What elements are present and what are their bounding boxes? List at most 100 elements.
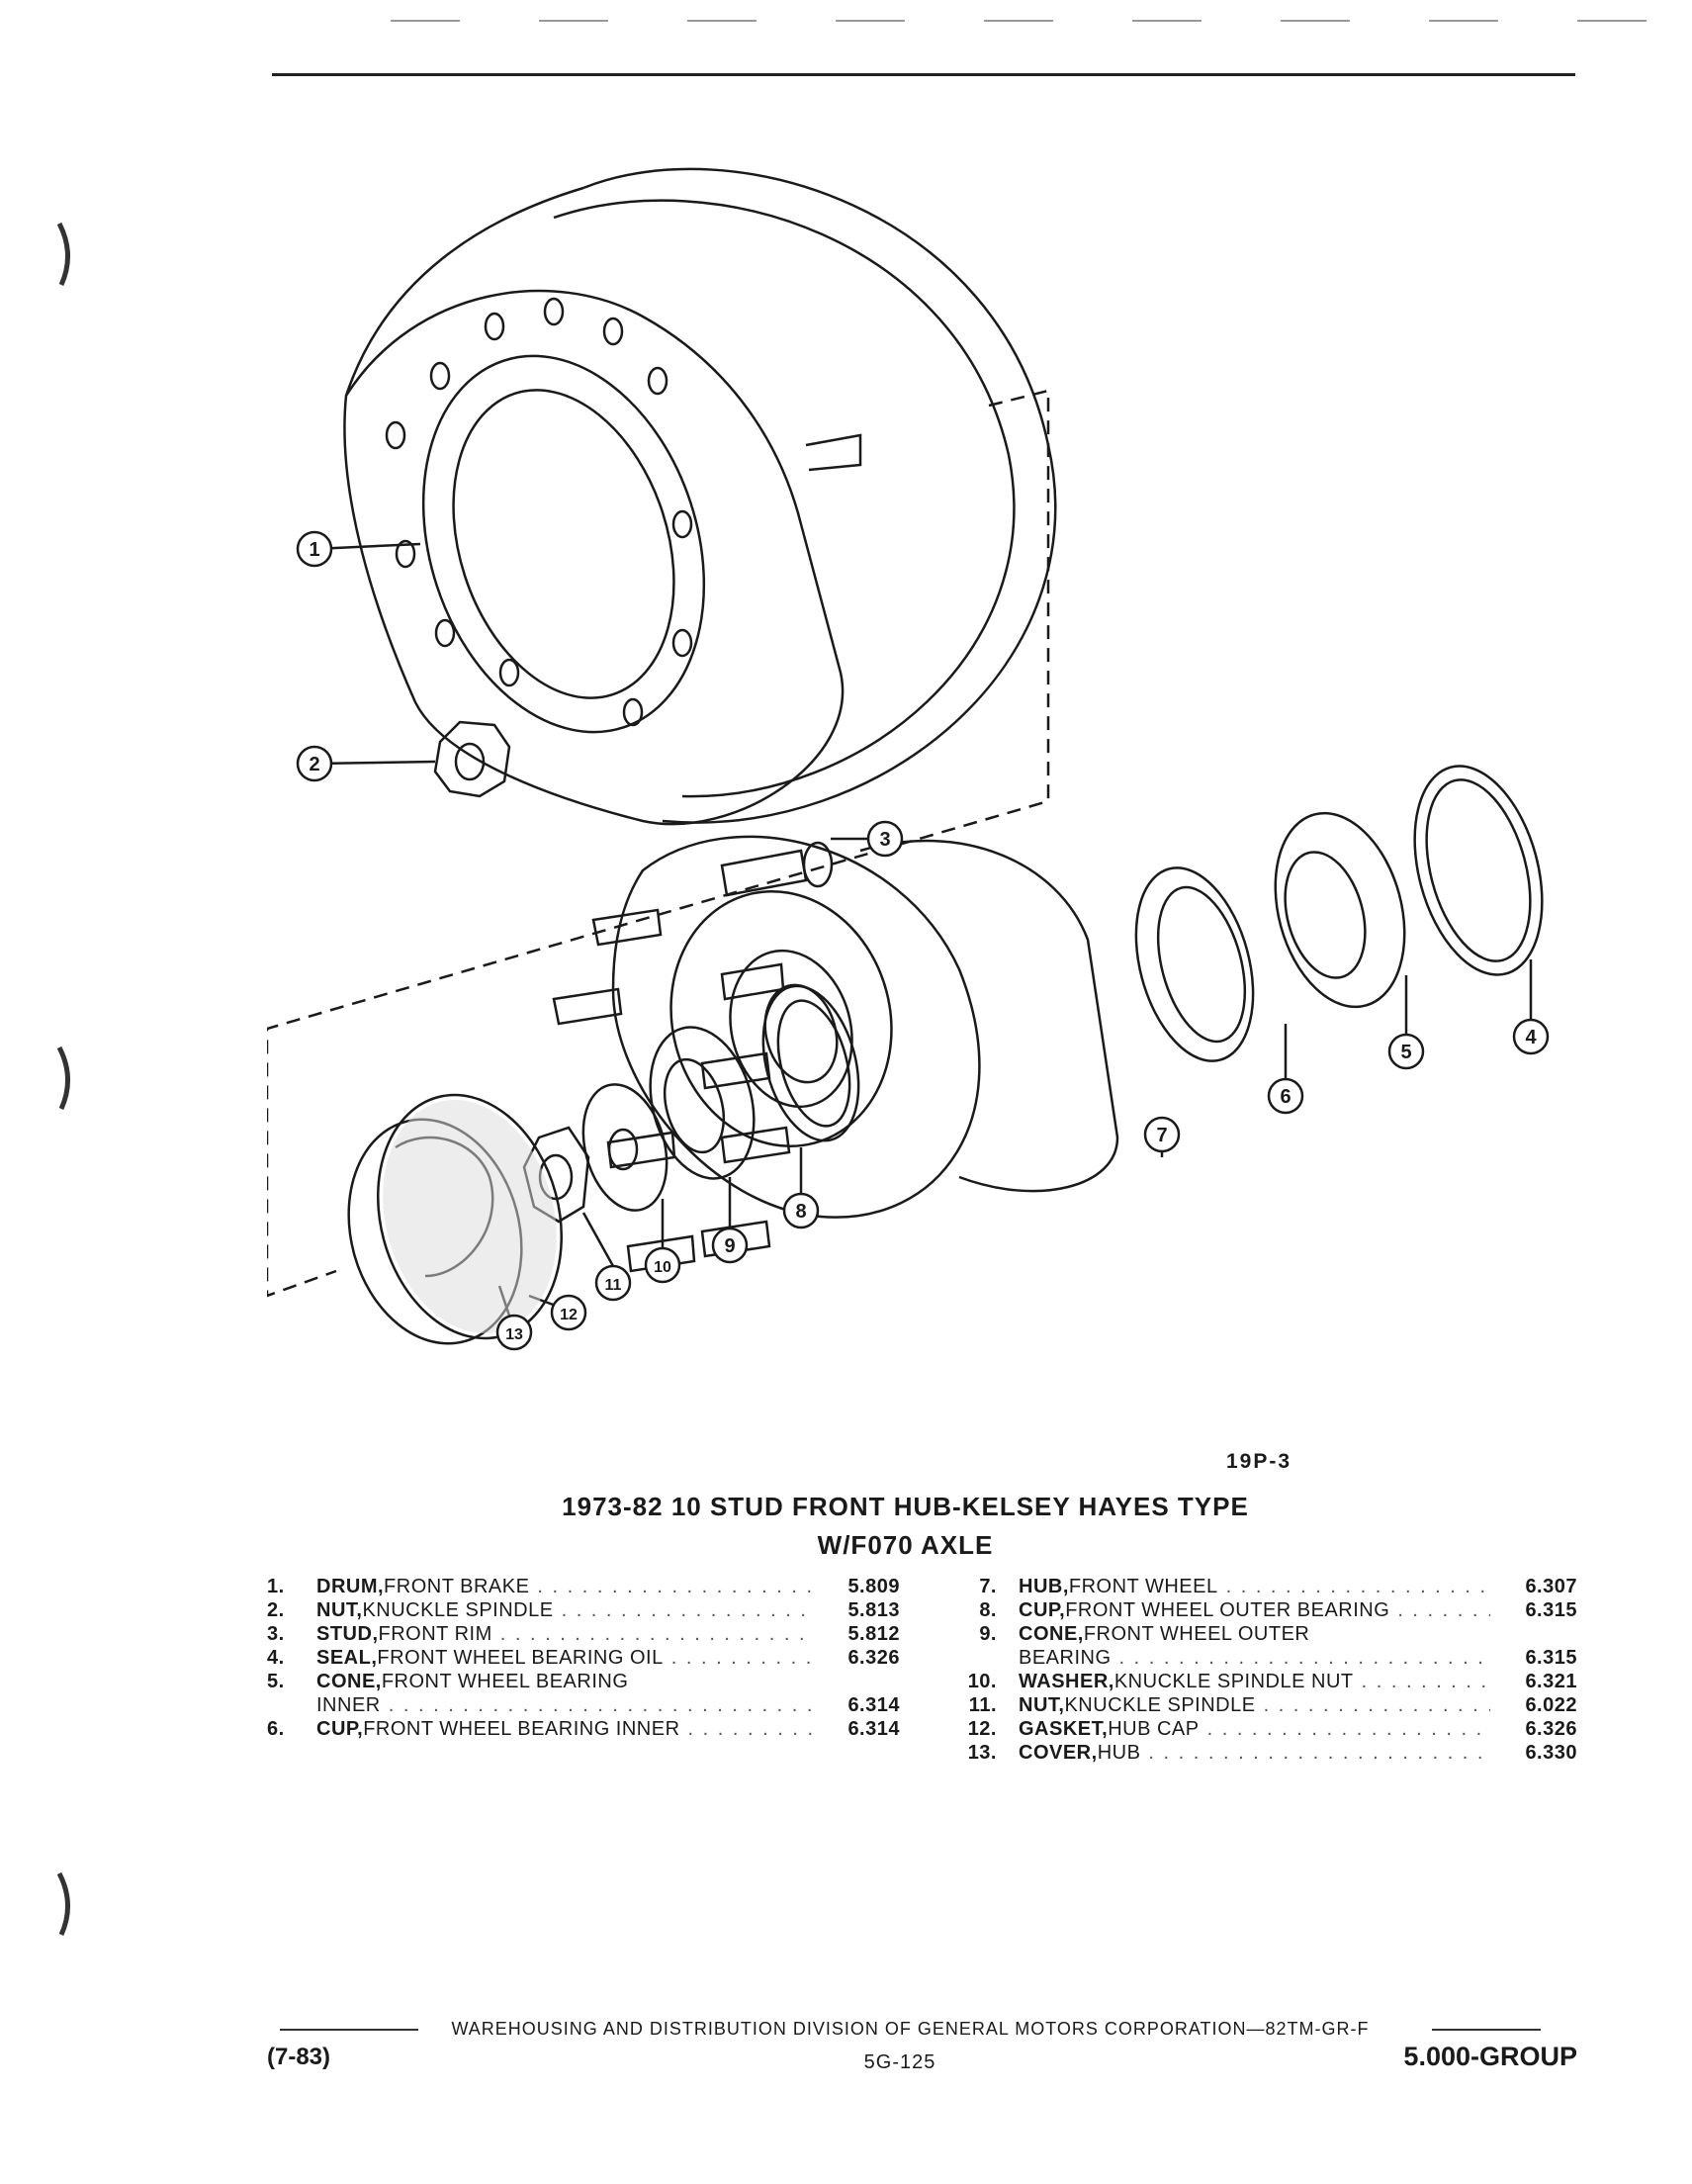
part-detail: KNUCKLE SPINDLE <box>362 1599 554 1621</box>
callout-4: 4 <box>1525 1027 1537 1048</box>
callout-3: 3 <box>879 829 890 851</box>
callout-11: 11 <box>605 1277 622 1294</box>
part-number: 9. <box>979 1623 997 1645</box>
part-description: GASKET, HUB CAP. . . . . . . . . . . . .… <box>1019 1717 1490 1741</box>
leader-dots: . . . . . . . . . . . . . . . . . . . . … <box>1225 1576 1490 1597</box>
parts-list-right: 7.HUB, FRONT WHEEL. . . . . . . . . . . … <box>954 1575 1577 1765</box>
group-code: 5.813 <box>847 1599 900 1621</box>
part-number: 6. <box>267 1718 285 1740</box>
brake-drum-drawing <box>343 167 1057 826</box>
parts-row: 6. CUP, FRONT WHEEL BEARING INNER . . . . … <box>267 1717 900 1741</box>
part-number: 5. <box>267 1671 285 1692</box>
leader-dots: . . . . . . . . . . . . . . . . . . . . … <box>1206 1718 1490 1740</box>
part-number: 10. <box>967 1671 997 1692</box>
footer-division: WAREHOUSING AND DISTRIBUTION DIVISION OF… <box>451 2019 1370 2039</box>
leader-dots: . . . . . . . . . . . . . . . . . . . . … <box>561 1599 813 1621</box>
knuckle-nut-drawing <box>433 720 511 798</box>
footer-group: 5.000-GROUP <box>1403 2042 1577 2071</box>
inner-bearing-cone-drawing <box>1274 811 1406 1009</box>
figure-title: 1973-82 10 STUD FRONT HUB-KELSEY HAYES T… <box>562 1492 1249 1521</box>
part-name: CONE, <box>316 1671 382 1692</box>
binder-hole-mark <box>57 1046 71 1111</box>
part-number: 4. <box>267 1647 285 1669</box>
part-detail: KNUCKLE SPINDLE <box>1064 1694 1256 1716</box>
part-detail: HUB <box>1097 1742 1141 1764</box>
part-detail: FRONT WHEEL BEARING INNER <box>363 1718 680 1740</box>
callout-2: 2 <box>309 754 319 775</box>
parts-row: 11.NUT, KNUCKLE SPINDLE. . . . . . . . .… <box>954 1693 1577 1717</box>
part-name: WASHER, <box>1019 1671 1114 1692</box>
hub-exploded-diagram: 1 2 3 4 5 6 7 8 9 10 11 12 13 <box>267 167 1550 1351</box>
parts-row: 7.HUB, FRONT WHEEL. . . . . . . . . . . … <box>954 1575 1577 1598</box>
part-detail: BEARING <box>1019 1647 1112 1669</box>
parts-row: 8.CUP, FRONT WHEEL OUTER BEARING. . . . … <box>954 1598 1577 1622</box>
part-description: CONE, FRONT WHEEL OUTER <box>1019 1622 1490 1646</box>
outer-bearing-cup-drawing <box>761 984 860 1142</box>
part-number: 3. <box>267 1623 285 1645</box>
footer-page-number: 5G-125 <box>863 2051 936 2073</box>
group-code: 6.315 <box>1525 1599 1577 1621</box>
front-wheel-hub-drawing <box>552 835 1119 1273</box>
group-code: 6.326 <box>847 1647 900 1669</box>
parts-row: 10.WASHER, KNUCKLE SPINDLE NUT. . . . . … <box>954 1670 1577 1693</box>
part-name: STUD, <box>316 1623 379 1645</box>
leader-dots: . . . . . . . . . . . . . . . . . . . . … <box>537 1576 813 1597</box>
parts-row: 9. CONE, FRONT WHEEL OUTER <box>954 1622 1577 1646</box>
leader-dots: . . . . . . . . . . . . . . . . . . . . … <box>1118 1647 1490 1669</box>
scan-artifact-dashes <box>391 20 1656 22</box>
part-name: CUP, <box>316 1718 364 1740</box>
group-code: 6.315 <box>1525 1647 1577 1669</box>
group-code: 6.314 <box>847 1694 900 1716</box>
part-name: CUP, <box>1019 1599 1066 1621</box>
top-rule <box>272 73 1575 76</box>
group-code: 6.022 <box>1525 1694 1577 1716</box>
leader-dots: . . . . . . . . . . . . . . . . . . . . … <box>1397 1599 1490 1621</box>
part-name: NUT, <box>316 1599 363 1621</box>
part-description: NUT, KNUCKLE SPINDLE . . . . . . . . . . … <box>316 1598 813 1622</box>
figure-subtitle: W/F070 AXLE <box>817 1530 994 1560</box>
group-code: 6.326 <box>1525 1718 1577 1740</box>
footer-rule-left <box>280 2029 418 2031</box>
leader-dots: . . . . . . . . . . . . . . . . . . . . … <box>388 1694 813 1716</box>
parts-list-left: 1.DRUM, FRONT BRAKE. . . . . . . . . . .… <box>267 1575 900 1741</box>
parts-row: BEARING . . . . . . . . . . . . . . . . .… <box>954 1646 1577 1670</box>
leader-dots: . . . . . . . . . . . . . . . . . . . . … <box>1361 1671 1490 1692</box>
callout-10: 10 <box>654 1259 671 1276</box>
part-description: STUD, FRONT RIM. . . . . . . . . . . . .… <box>316 1622 813 1646</box>
part-description: COVER, HUB . . . . . . . . . . . . . . . … <box>1019 1741 1490 1765</box>
callout-9: 9 <box>724 1235 735 1257</box>
leader-dots: . . . . . . . . . . . . . . . . . . . . … <box>687 1718 813 1740</box>
part-name: COVER, <box>1019 1742 1098 1764</box>
part-name: CONE, <box>1019 1623 1084 1645</box>
footer-rule-right <box>1432 2029 1541 2031</box>
group-code: 6.330 <box>1525 1742 1577 1764</box>
part-detail: FRONT WHEEL BEARING <box>381 1671 629 1692</box>
binder-hole-mark <box>57 222 71 287</box>
part-detail: FRONT WHEEL BEARING OIL <box>377 1647 664 1669</box>
binder-hole-mark <box>57 1871 71 1937</box>
leader-dots: . . . . . . . . . . . . . . . . . . . . … <box>670 1647 813 1669</box>
inner-bearing-cup-drawing <box>1134 866 1255 1062</box>
part-description: CONE, FRONT WHEEL BEARING <box>316 1670 813 1693</box>
leader-dots: . . . . . . . . . . . . . . . . . . . . … <box>1148 1742 1490 1764</box>
callout-6: 6 <box>1280 1086 1291 1108</box>
leader-dots: . . . . . . . . . . . . . . . . . . . . … <box>499 1623 813 1645</box>
part-detail: FRONT WHEEL OUTER BEARING <box>1065 1599 1390 1621</box>
part-number: 13. <box>967 1742 997 1764</box>
part-name: SEAL, <box>316 1647 378 1669</box>
callout-8: 8 <box>795 1201 806 1223</box>
oil-seal-drawing <box>1413 765 1544 976</box>
part-detail: FRONT BRAKE <box>384 1576 530 1597</box>
part-description: BEARING . . . . . . . . . . . . . . . . .… <box>1019 1646 1490 1670</box>
callout-5: 5 <box>1400 1042 1411 1063</box>
parts-row: 2.NUT, KNUCKLE SPINDLE. . . . . . . . . … <box>267 1598 900 1622</box>
part-detail: FRONT WHEEL OUTER <box>1083 1623 1310 1645</box>
part-number: 1. <box>267 1576 285 1597</box>
parts-row: 4. SEAL, FRONT WHEEL BEARING OIL . . . . .… <box>267 1646 900 1670</box>
part-detail: HUB CAP <box>1108 1718 1200 1740</box>
part-description: CUP, FRONT WHEEL BEARING INNER . . . . . … <box>316 1717 813 1741</box>
parts-row: 12.GASKET, HUB CAP. . . . . . . . . . . … <box>954 1717 1577 1741</box>
part-description: INNER. . . . . . . . . . . . . . . . . .… <box>316 1693 813 1717</box>
part-number: 7. <box>979 1576 997 1597</box>
parts-row: INNER. . . . . . . . . . . . . . . . . .… <box>267 1693 900 1717</box>
